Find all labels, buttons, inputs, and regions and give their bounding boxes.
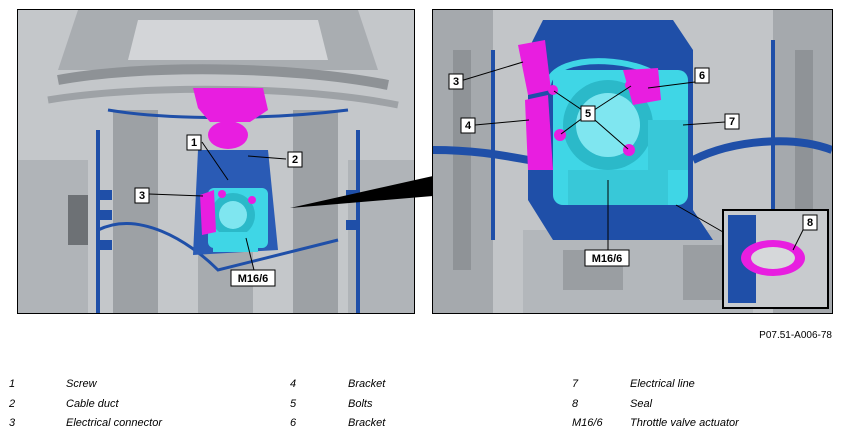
legend-key: 2	[9, 398, 16, 410]
callout-2: 2	[292, 154, 298, 166]
callout-r4: 4	[465, 120, 472, 132]
callout-r-actuator: M16/6	[592, 253, 623, 265]
callout-box-3	[134, 187, 150, 204]
callout-box-r5	[580, 105, 596, 122]
legend-value: Screw	[66, 378, 97, 390]
callout-box-1	[186, 134, 202, 151]
legend-key: 7	[572, 378, 579, 390]
legend-value: Throttle valve actuator	[630, 417, 739, 429]
legend-value: Electrical connector	[66, 417, 162, 429]
right-illustration: 3 4 5 6 7 8 M16/6	[432, 9, 833, 314]
callout-box-r8	[802, 214, 818, 231]
legend-key: M16/6	[572, 417, 603, 429]
legend-value: Bolts	[348, 398, 373, 410]
callout-box-r-actuator	[584, 249, 630, 267]
legend-value: Bracket	[348, 417, 386, 429]
legend-value: Bracket	[348, 378, 386, 390]
callout-r8: 8	[807, 217, 813, 229]
callout-actuator: M16/6	[238, 273, 269, 285]
left-illustration: 1 2 3 M16/6	[17, 9, 415, 314]
callout-r5: 5	[585, 108, 591, 120]
callout-box-r7	[724, 113, 740, 130]
callout-1: 1	[191, 137, 197, 149]
callout-box-r3	[448, 73, 464, 90]
zoom-connector	[290, 176, 433, 208]
callout-r3: 3	[453, 76, 459, 88]
legend-value: Cable duct	[66, 398, 119, 410]
legend-value: Seal	[630, 398, 653, 410]
callout-box-2	[287, 151, 303, 168]
legend-key: 3	[9, 417, 16, 429]
legend-row-1: 1 Screw 4 Bracket 7 Electrical line	[0, 378, 841, 392]
callout-3: 3	[139, 190, 145, 202]
legend-value: Electrical line	[630, 378, 695, 390]
legend-key: 1	[9, 378, 16, 390]
figure-id-label: P07.51-A006-78	[759, 330, 832, 341]
callout-box-r4	[460, 117, 476, 134]
callout-box-r6	[694, 67, 710, 84]
callout-r6: 6	[699, 70, 705, 82]
throttle-detail-drawing: 3 4 5 6 7 8 M16/6	[433, 10, 832, 313]
legend-key: 4	[290, 378, 297, 390]
engine-overview-drawing: 1 2 3 M16/6	[18, 10, 414, 313]
legend-key: 8	[572, 398, 579, 410]
callout-box-actuator	[230, 269, 276, 287]
callout-r7: 7	[729, 116, 735, 128]
legend-key: 5	[290, 398, 297, 410]
legend-row-2: 2 Cable duct 5 Bolts 8 Seal	[0, 398, 841, 412]
legend-row-3: 3 Electrical connector 6 Bracket M16/6 T…	[0, 417, 841, 431]
legend-key: 6	[290, 417, 297, 429]
